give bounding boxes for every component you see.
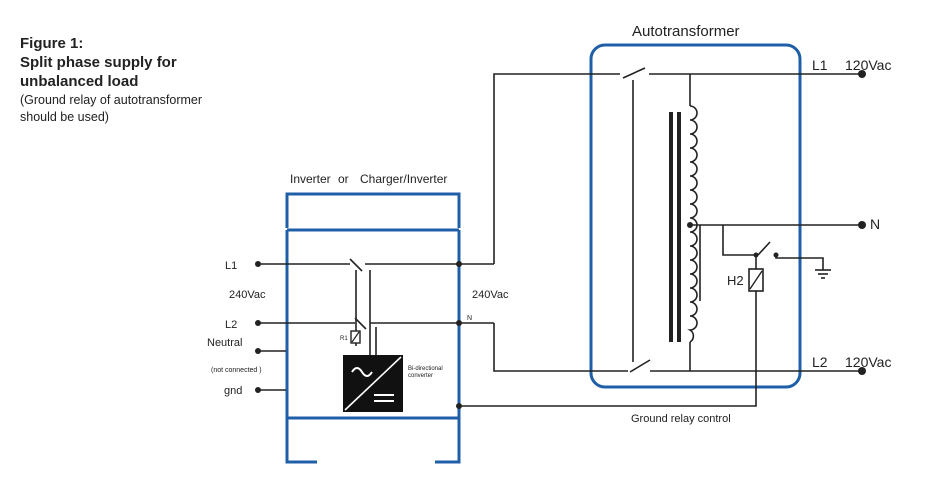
bidirectional-converter bbox=[343, 355, 403, 412]
figure-title-line-2: unbalanced load bbox=[20, 73, 139, 90]
inverter-l2-switch-blade bbox=[354, 317, 367, 330]
terminal-dot-l2-in bbox=[255, 320, 261, 326]
inverter-bottom-right-foot bbox=[435, 418, 461, 464]
h2-contact-blade bbox=[757, 241, 771, 256]
terminal-l1-label: L1 bbox=[225, 260, 237, 272]
terminal-dot-l2-out bbox=[858, 367, 866, 375]
h2-relay bbox=[748, 268, 764, 292]
ground-relay-control-wire bbox=[459, 291, 757, 407]
converter-label-line1: Bi-directional bbox=[408, 366, 443, 372]
figure-caption: Figure 1: Split phase supply for unbalan… bbox=[20, 34, 280, 125]
earth-ground-symbol bbox=[815, 269, 831, 279]
inverter-label-left: Inverter bbox=[290, 172, 331, 186]
inverter-output-voltage-label: 240Vac bbox=[472, 289, 509, 301]
inverter-bottom-left-foot bbox=[285, 418, 317, 464]
autotransformer-enclosure bbox=[589, 43, 802, 389]
autotransformer-top-switch-blade bbox=[622, 67, 646, 79]
ac-sine-icon bbox=[351, 367, 373, 377]
neutral-note-label: (not connected ) bbox=[211, 367, 262, 374]
output-l2-voltage-label: 120Vac bbox=[845, 354, 891, 370]
terminal-dot-l1-out bbox=[858, 70, 866, 78]
transformer-core-bar-left bbox=[669, 112, 673, 342]
r1-relay-coil-slash bbox=[351, 331, 360, 343]
h2-relay-coil-slash bbox=[749, 270, 763, 290]
autotransformer-title: Autotransformer bbox=[632, 23, 740, 40]
h2-relay-label: H2 bbox=[727, 273, 744, 288]
terminal-dot-l1-in bbox=[255, 261, 261, 267]
terminal-dot-relay-ctrl bbox=[456, 403, 462, 409]
r1-relay-label: R1 bbox=[340, 336, 348, 342]
inverter-label-right: Charger/Inverter bbox=[360, 172, 447, 186]
terminal-dot-n-out bbox=[858, 221, 866, 229]
terminal-dot-inv-l1-out bbox=[456, 261, 462, 267]
output-l1-voltage-label: 120Vac bbox=[845, 57, 891, 73]
figure-number: Figure 1: bbox=[20, 35, 84, 52]
inverter-l1-switch-blade bbox=[349, 258, 363, 272]
ground-relay-loop bbox=[722, 225, 757, 269]
autotransformer-bottom-switch-blade bbox=[629, 359, 651, 373]
terminal-dots bbox=[255, 70, 866, 409]
converter-diagonal bbox=[344, 356, 402, 411]
figure-note-line-2: should be used) bbox=[20, 110, 109, 124]
terminal-l2-label: L2 bbox=[225, 319, 237, 331]
inverter-output-n-label: N bbox=[467, 315, 472, 322]
terminal-voltage-label: 240Vac bbox=[229, 289, 266, 301]
figure-note-line-1: (Ground relay of autotransformer bbox=[20, 93, 203, 107]
inverter-top-panel bbox=[285, 192, 461, 228]
figure-title-line-1: Split phase supply for bbox=[20, 54, 177, 71]
terminal-dot-neutral bbox=[255, 348, 261, 354]
terminal-dot-inv-n-out bbox=[456, 320, 462, 326]
inverter-enclosure bbox=[285, 192, 461, 464]
h2-contact-dot-right bbox=[773, 252, 779, 258]
converter-label-line2: converter bbox=[408, 373, 433, 379]
terminal-gnd-label: gnd bbox=[224, 385, 242, 397]
transformer-core-bar-right bbox=[677, 112, 681, 342]
terminal-dot-gnd bbox=[255, 387, 261, 393]
winding-center-tap-dot bbox=[687, 222, 693, 228]
output-l2-label: L2 bbox=[812, 354, 828, 370]
inverter-label-or: or bbox=[338, 172, 349, 186]
output-l1-label: L1 bbox=[812, 57, 828, 73]
h2-contact-dot bbox=[753, 252, 759, 258]
transformer-winding bbox=[687, 105, 698, 343]
output-n-label: N bbox=[870, 216, 880, 232]
ground-relay-control-label: Ground relay control bbox=[631, 413, 731, 425]
r1-relay bbox=[350, 330, 361, 344]
l2-to-autotransformer bbox=[493, 323, 628, 372]
terminal-neutral-label: Neutral bbox=[207, 337, 242, 349]
l1-to-autotransformer bbox=[493, 73, 620, 264]
